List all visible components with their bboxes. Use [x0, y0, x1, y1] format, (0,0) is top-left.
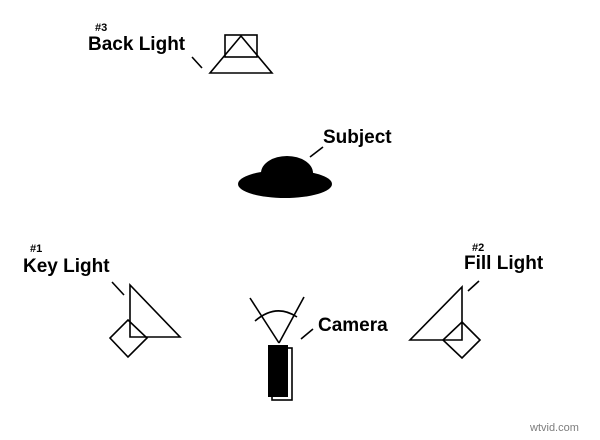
subject-leader-line [309, 146, 324, 158]
fill-light-leader-line [467, 280, 480, 292]
back-light-label: Back Light [88, 34, 186, 55]
key-light-number: #1 [30, 243, 43, 255]
back-light-number: #3 [95, 22, 108, 34]
watermark: wtvid.com [530, 422, 579, 434]
fill-light-label: Fill Light [464, 253, 544, 274]
key-light-leader-line [111, 281, 125, 296]
key-light-label: Key Light [23, 256, 110, 277]
camera-label: Camera [318, 315, 388, 336]
subject-blob [238, 156, 332, 198]
fill-light-icon [408, 285, 482, 360]
back-light-leader-line [191, 56, 203, 69]
camera-leader-line [300, 328, 314, 340]
key-light-icon [108, 283, 182, 359]
fill-light-number: #2 [472, 242, 485, 254]
back-light-icon [208, 34, 274, 74]
subject-label: Subject [323, 127, 392, 148]
camera-icon [249, 296, 305, 401]
